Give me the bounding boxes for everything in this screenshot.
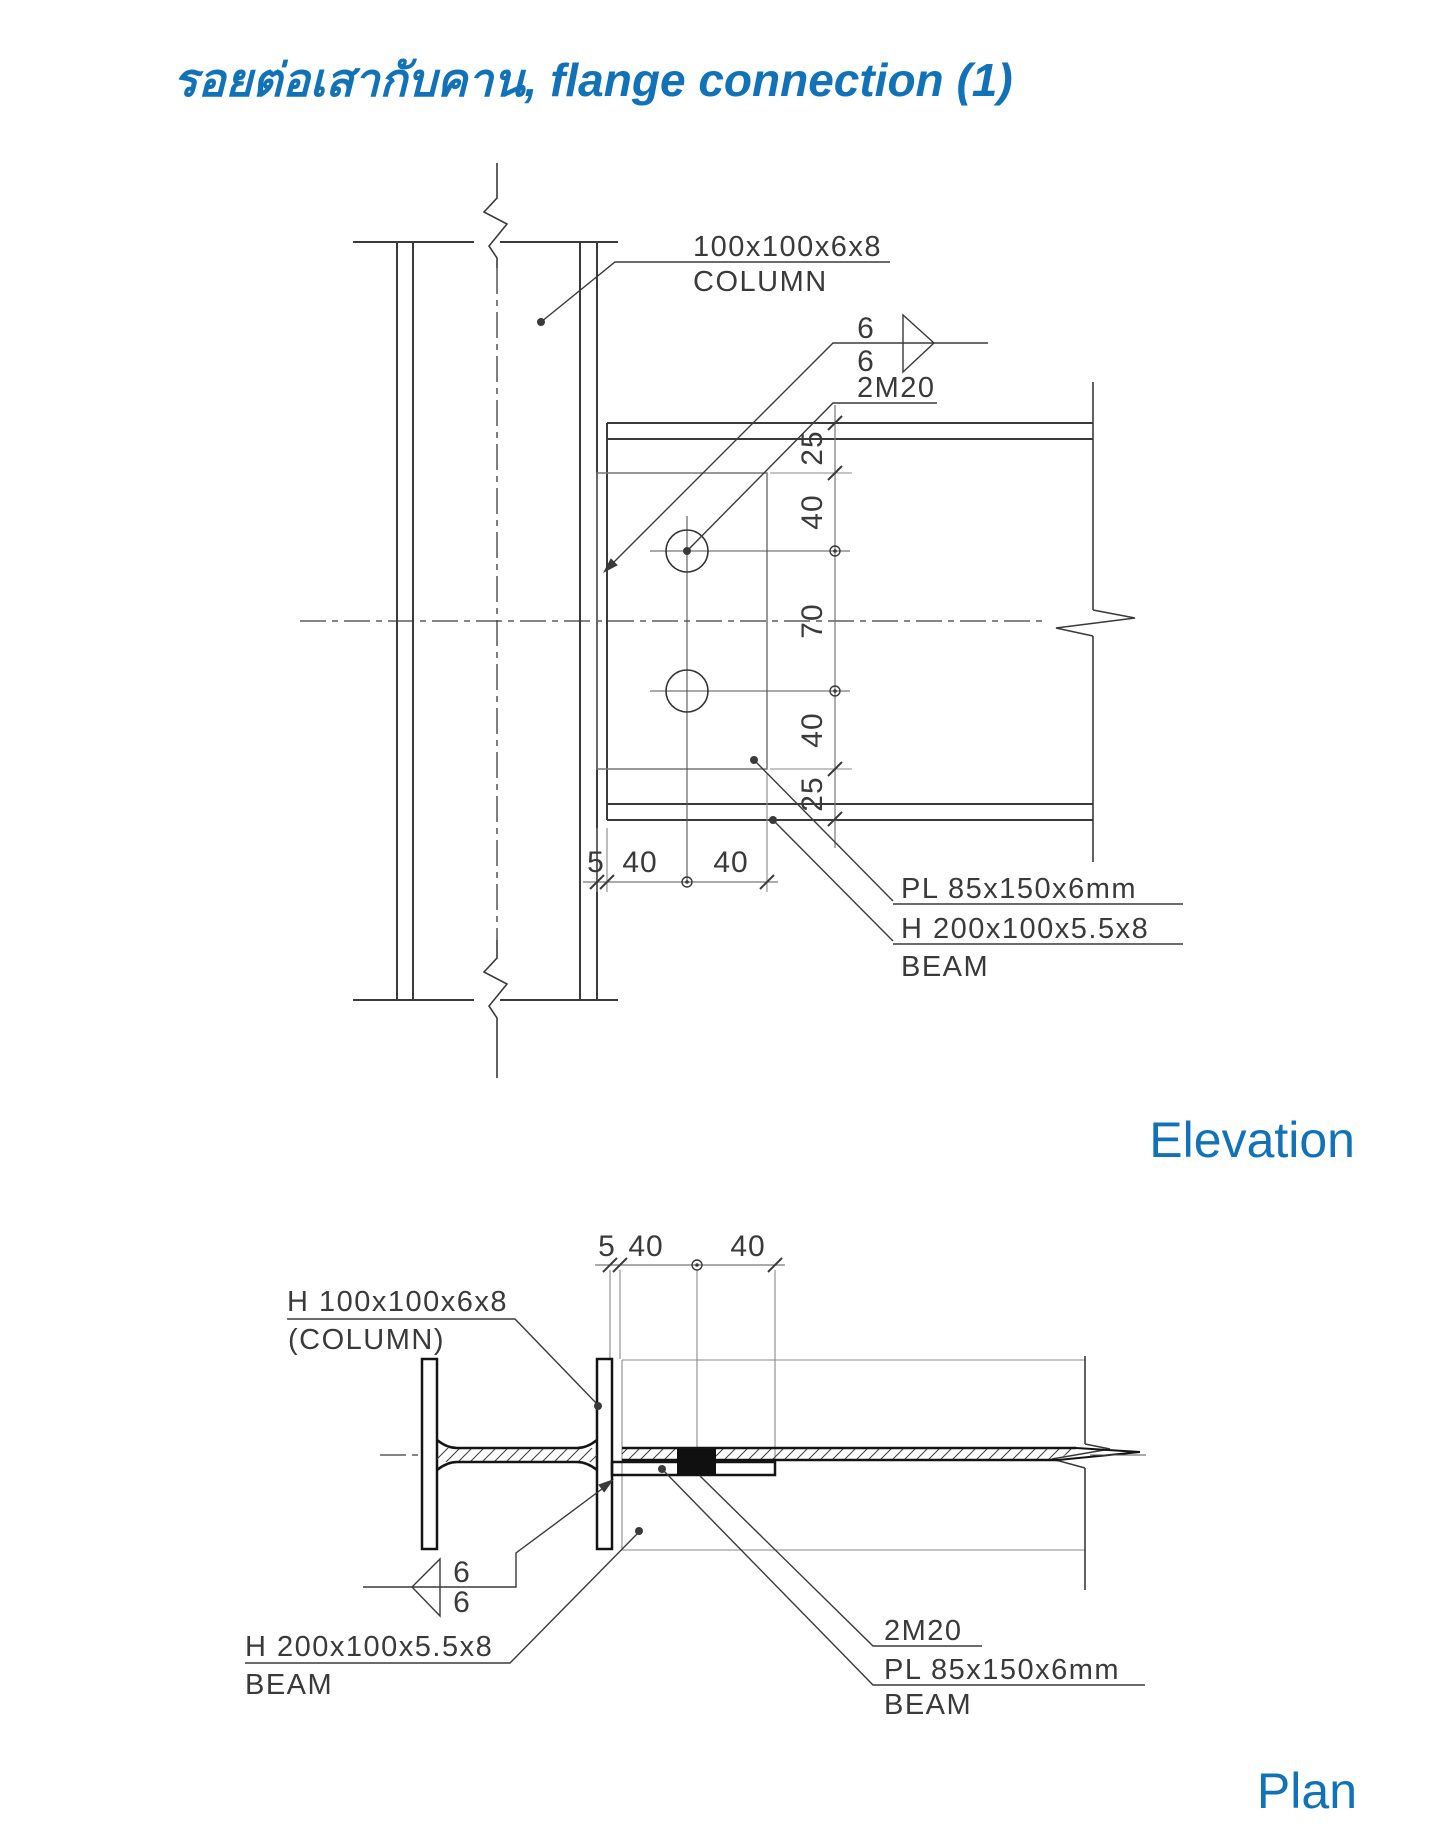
dim-5: 5 [587, 846, 605, 879]
dim-40-bottom: 40 [796, 712, 829, 747]
plan-bolt-label: 2M20 [884, 1615, 963, 1647]
plan-plate-callout: PL 85x150x6mm BEAM [658, 1465, 1145, 1721]
beam-centerline [300, 382, 1136, 862]
bolt-callout: 2M20 [683, 372, 937, 555]
beam-size-label: H 200x100x5.5x8 [901, 913, 1149, 945]
elevation-view: 25 40 70 40 25 5 40 40 100x100x6x8 COLUM… [300, 163, 1355, 1168]
weld-size-bottom: 6 [857, 345, 875, 378]
plan-dim-5: 5 [598, 1230, 616, 1263]
plan-plate-label: PL 85x150x6mm [884, 1654, 1120, 1686]
weld-size-top: 6 [857, 312, 875, 345]
plan-beam-outline [621, 1356, 1111, 1590]
beam-callout: H 200x100x5.5x8 BEAM [769, 816, 1183, 983]
plan-weld-size-bottom: 6 [453, 1586, 471, 1619]
shear-plate [596, 472, 768, 770]
dim-40-top: 40 [796, 494, 829, 529]
plan-weld-size-top: 6 [453, 1556, 471, 1589]
plan-column-section [380, 1357, 614, 1551]
dim-70: 70 [796, 603, 829, 638]
dim-40-right: 40 [713, 846, 748, 879]
dim-chain-bottom: 5 40 40 [583, 773, 778, 892]
plan-beam-size-label: H 200x100x5.5x8 [245, 1631, 493, 1663]
plan-dim-40-left: 40 [628, 1230, 663, 1263]
plan-view-label: Plan [1257, 1763, 1357, 1819]
plan-beam-callout: H 200x100x5.5x8 BEAM [245, 1527, 643, 1701]
plan-column-size-label: H 100x100x6x8 [287, 1286, 508, 1318]
bolt-holes [650, 516, 850, 882]
plan-dim-40-right: 40 [730, 1230, 765, 1263]
plan-dim-chain-top: 5 40 40 [595, 1230, 785, 1462]
column-centerline [482, 163, 509, 1078]
plate-label: PL 85x150x6mm [901, 873, 1137, 905]
plate-callout: PL 85x150x6mm [750, 756, 1183, 905]
plan-plate-beam-label: BEAM [884, 1689, 972, 1721]
column-callout: 100x100x6x8 COLUMN [537, 231, 890, 326]
plan-view: 5 40 40 [245, 1230, 1357, 1819]
plan-bolt [677, 1449, 716, 1475]
column-size-label: 100x100x6x8 [693, 231, 882, 263]
sheet-title: รอยต่อเสากับคาน, flange connection (1) [173, 54, 1013, 106]
plan-bolt-callout: 2M20 [699, 1475, 982, 1647]
plan-beam-name-label: BEAM [245, 1669, 333, 1701]
beam-name-label: BEAM [901, 951, 989, 983]
dim-25-bottom: 25 [796, 776, 829, 811]
dim-chain-vertical: 25 40 70 40 25 [770, 405, 852, 848]
plan-column-callout: H 100x100x6x8 (COLUMN) [287, 1286, 602, 1410]
weld-symbol: 6 6 [603, 312, 988, 573]
plan-column-name-label: (COLUMN) [288, 1324, 445, 1356]
dim-40-left: 40 [622, 846, 657, 879]
column-name-label: COLUMN [693, 266, 828, 298]
plan-weld-symbol: 6 6 [363, 1479, 614, 1619]
elevation-view-label: Elevation [1149, 1112, 1355, 1168]
bolt-label: 2M20 [857, 372, 936, 404]
beam-outline [606, 422, 1093, 821]
dim-25-top: 25 [796, 430, 829, 465]
